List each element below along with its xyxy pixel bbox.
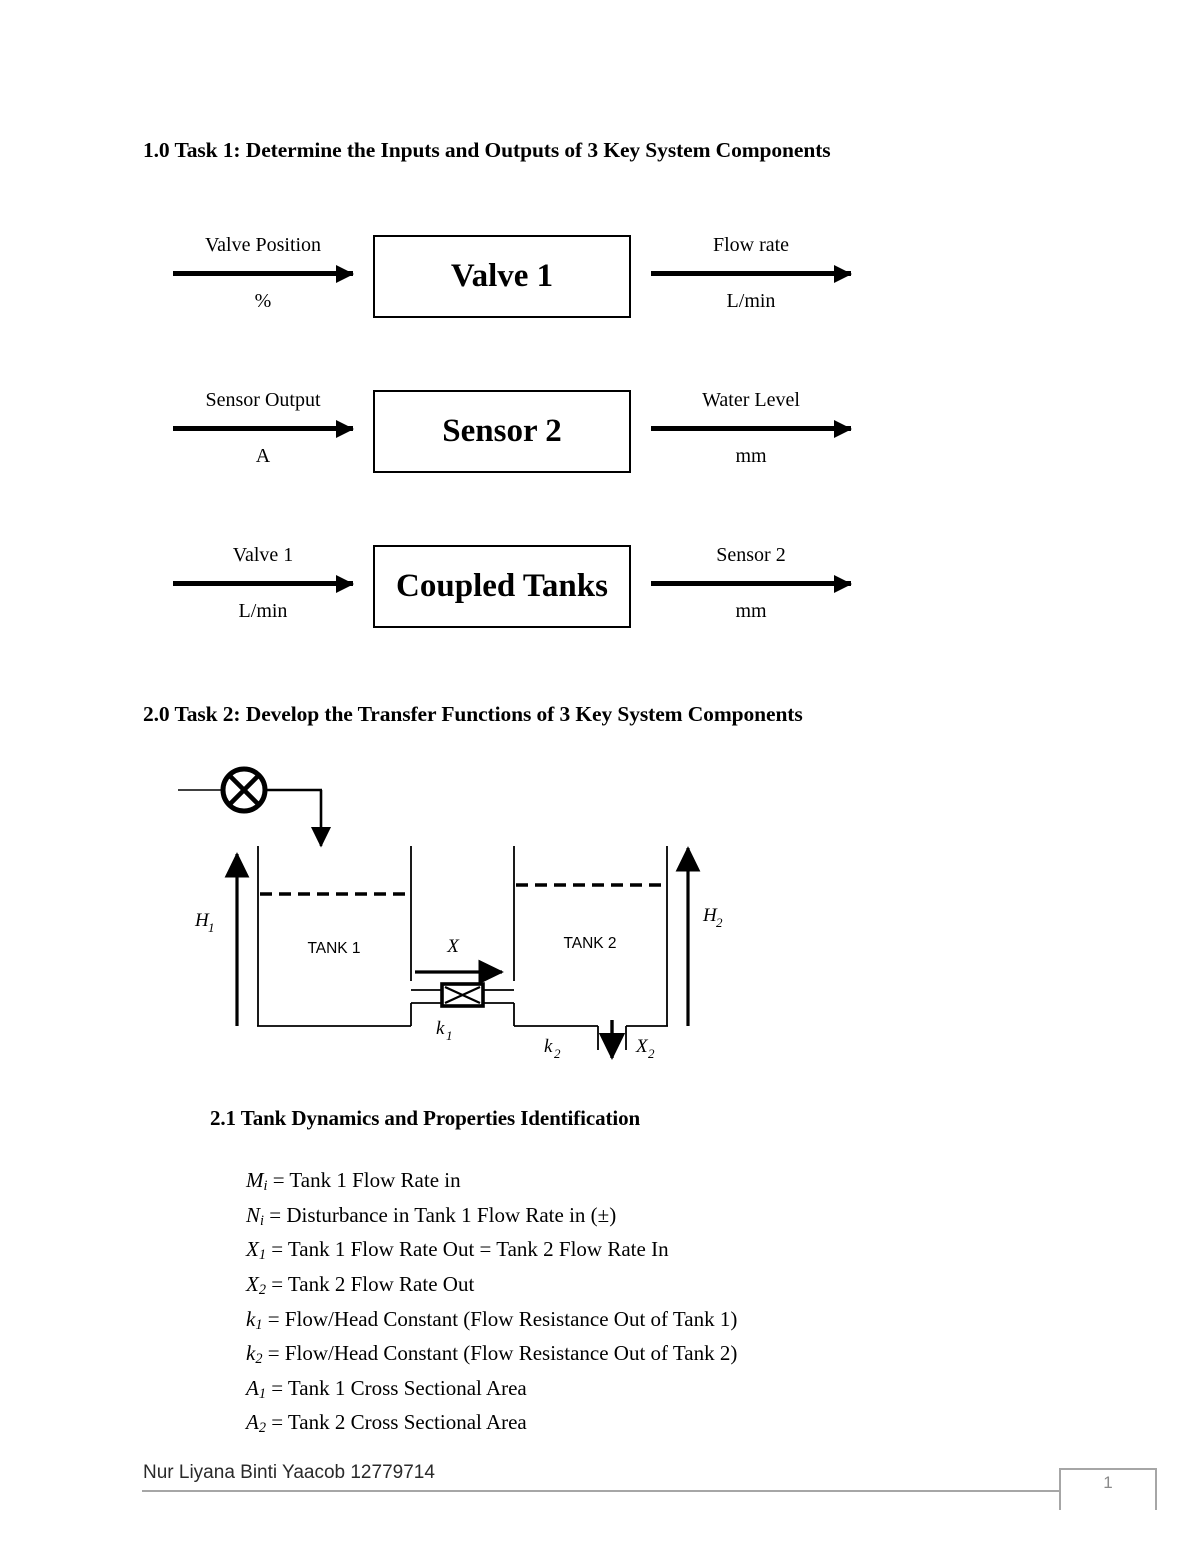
- definition-text: = Tank 1 Flow Rate Out = Tank 2 Flow Rat…: [271, 1237, 669, 1262]
- input-arrow-group: Sensor Output A: [173, 383, 354, 483]
- h1-subscript: 1: [208, 920, 215, 935]
- output-arrow-group: Flow rate L/min: [651, 228, 852, 328]
- output-signal-label: Sensor 2: [716, 544, 786, 566]
- definition-text: = Disturbance in Tank 1 Flow Rate in (±): [269, 1202, 617, 1227]
- definition-symbol: A1: [246, 1375, 266, 1402]
- block-label: Sensor 2: [442, 413, 562, 449]
- page-title-task1: 1.0 Task 1: Determine the Inputs and Out…: [143, 138, 831, 162]
- page-number: 1: [1103, 1473, 1113, 1492]
- definition-item: Ni = Disturbance in Tank 1 Flow Rate in …: [246, 1201, 966, 1236]
- k1-label: k: [436, 1018, 445, 1039]
- definition-item: k2 = Flow/Head Constant (Flow Resistance…: [246, 1339, 966, 1374]
- block-sensor2: Sensor 2: [373, 390, 631, 473]
- definition-item: X1 = Tank 1 Flow Rate Out = Tank 2 Flow …: [246, 1235, 966, 1270]
- input-unit-label: L/min: [238, 600, 288, 622]
- definition-item: A2 = Tank 2 Cross Sectional Area: [246, 1408, 966, 1443]
- block-diagram-row-coupled-tanks: Valve 1 L/min Coupled Tanks Sensor 2 mm: [143, 538, 883, 638]
- footer-author-name: Nur Liyana Binti Yaacob 12779714: [143, 1462, 435, 1483]
- x2-label: X: [635, 1036, 649, 1057]
- definition-item: Mi = Tank 1 Flow Rate in: [246, 1166, 966, 1201]
- definitions-list: Mi = Tank 1 Flow Rate in Ni = Disturbanc…: [246, 1166, 966, 1443]
- x2-subscript: 2: [648, 1046, 655, 1061]
- h2-subscript: 2: [716, 915, 723, 930]
- tank2-label: TANK 2: [563, 935, 616, 952]
- footer-divider: [142, 1490, 1157, 1492]
- definition-text: = Tank 2 Flow Rate Out: [271, 1271, 475, 1296]
- block-diagram-row-sensor2: Sensor Output A Sensor 2 Water Level mm: [143, 383, 883, 483]
- output-arrow-icon: [651, 419, 852, 438]
- definition-symbol: A2: [246, 1410, 266, 1437]
- definition-text: = Tank 1 Cross Sectional Area: [271, 1375, 527, 1400]
- output-arrow-group: Sensor 2 mm: [651, 538, 852, 638]
- block-coupled-tanks: Coupled Tanks: [373, 545, 631, 628]
- definition-item: X2 = Tank 2 Flow Rate Out: [246, 1270, 966, 1305]
- input-arrow-icon: [173, 419, 354, 438]
- input-unit-label: A: [255, 445, 271, 467]
- h1-label: H: [194, 910, 210, 931]
- input-signal-label: Valve Position: [204, 234, 322, 256]
- output-unit-label: mm: [735, 600, 767, 622]
- output-signal-label: Flow rate: [712, 234, 790, 256]
- input-signal-label: Valve 1: [232, 544, 294, 566]
- input-arrow-group: Valve 1 L/min: [173, 538, 354, 638]
- block-label: Valve 1: [450, 258, 554, 294]
- output-arrow-icon: [651, 574, 852, 593]
- definition-text: = Flow/Head Constant (Flow Resistance Ou…: [267, 1306, 738, 1331]
- k1-subscript: 1: [446, 1028, 453, 1043]
- input-unit-label: %: [254, 290, 272, 312]
- output-arrow-group: Water Level mm: [651, 383, 852, 483]
- section-heading-task21: 2.1 Tank Dynamics and Properties Identif…: [210, 1106, 641, 1130]
- definition-item: A1 = Tank 1 Cross Sectional Area: [246, 1374, 966, 1409]
- block-diagram-row-valve1: Valve Position % Valve 1 Flow rate L/min: [143, 228, 883, 328]
- block-label: Coupled Tanks: [396, 568, 608, 604]
- definition-symbol: k2: [246, 1341, 263, 1368]
- output-signal-label: Water Level: [702, 389, 800, 411]
- h2-label: H: [702, 905, 718, 926]
- coupled-tanks-schematic: H 1 H 2 X TANK 1 TANK 2 k 1 k 2 X 2: [170, 758, 730, 1063]
- output-unit-label: mm: [735, 445, 767, 467]
- definition-symbol: X1: [246, 1237, 266, 1264]
- block-valve1: Valve 1: [373, 235, 631, 318]
- definition-symbol: k1: [246, 1306, 263, 1333]
- definition-symbol: Ni: [246, 1202, 264, 1229]
- x-flow-label: X: [446, 936, 460, 957]
- definition-text: = Tank 2 Cross Sectional Area: [271, 1410, 527, 1435]
- section-heading-task2: 2.0 Task 2: Develop the Transfer Functio…: [143, 702, 803, 726]
- tank1-label: TANK 1: [307, 940, 360, 957]
- input-arrow-icon: [173, 264, 354, 283]
- definition-text: = Flow/Head Constant (Flow Resistance Ou…: [267, 1341, 738, 1366]
- page-number-box: [1059, 1468, 1157, 1510]
- output-arrow-icon: [651, 264, 852, 283]
- k2-subscript: 2: [554, 1046, 561, 1061]
- definition-item: k1 = Flow/Head Constant (Flow Resistance…: [246, 1305, 966, 1340]
- input-arrow-icon: [173, 574, 354, 593]
- k2-label: k: [544, 1036, 553, 1057]
- input-signal-label: Sensor Output: [205, 389, 321, 411]
- definition-text: = Tank 1 Flow Rate in: [272, 1168, 461, 1192]
- definition-symbol: X2: [246, 1271, 266, 1299]
- output-unit-label: L/min: [726, 290, 776, 312]
- input-arrow-group: Valve Position %: [173, 228, 354, 328]
- definition-symbol: Mi: [246, 1168, 268, 1195]
